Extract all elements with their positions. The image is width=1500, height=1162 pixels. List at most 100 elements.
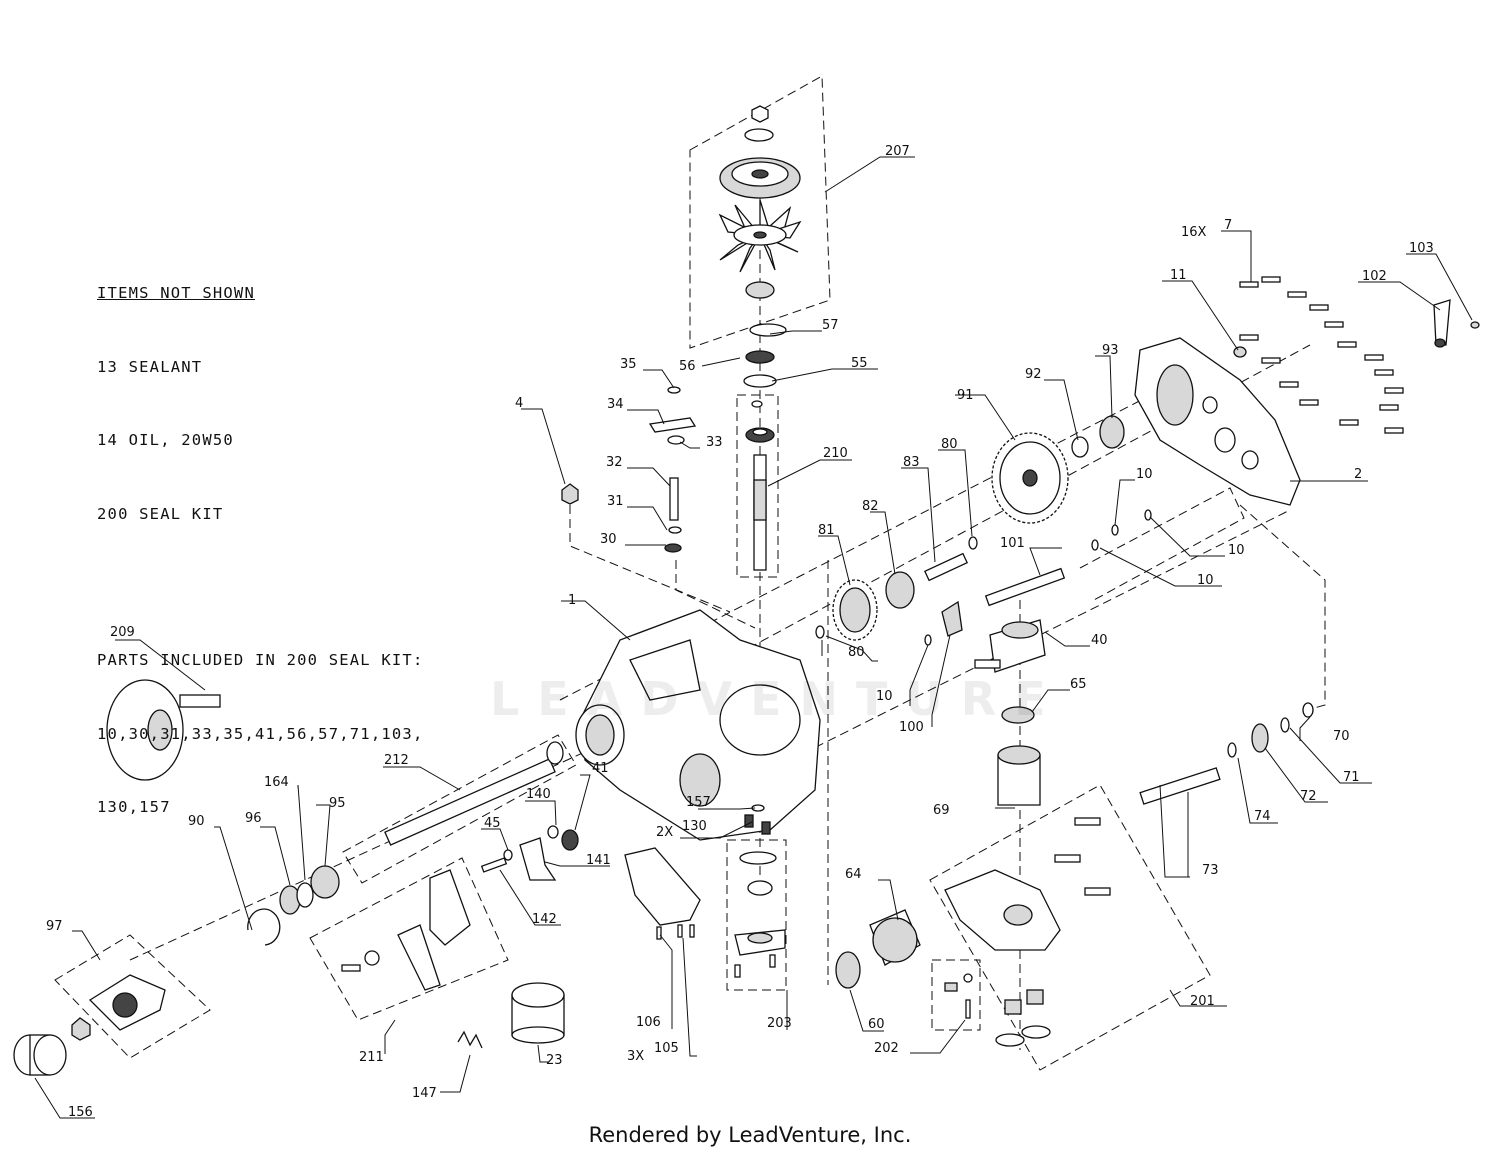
note-line: 200 SEAL KIT [97,504,224,523]
group-box-211 [309,857,509,1021]
washer-10-a [1144,509,1152,521]
cover-bolts [1239,276,1404,434]
callout-210: 210 [823,446,848,461]
shaft-101 [984,567,1066,607]
input-shaft [745,400,775,571]
oil-filter-23 [511,982,565,1044]
callout-73: 73 [1202,863,1219,878]
callout-31: 31 [607,494,624,509]
callout-202: 202 [874,1041,899,1056]
callout-16x: 16X [1181,225,1207,240]
control-shaft-stack [648,386,697,553]
swashplate-40 [974,619,1046,673]
callout-90: 90 [188,814,205,829]
seal-kit-heading: PARTS INCLUDED IN 200 SEAL KIT: [97,651,424,669]
callout-71: 71 [1343,770,1360,785]
axis-axle [129,744,601,961]
callout-142: 142 [532,912,557,927]
callout-10-b: 10 [1228,543,1245,558]
callout-82: 82 [862,499,879,514]
motor-block-64 [869,909,921,966]
callout-72: 72 [1300,789,1317,804]
callout-80-upper: 80 [941,437,958,452]
group-box-201 [929,784,1211,1071]
fitting-130-b [761,821,771,835]
arm-141 [519,837,557,881]
shaft-83 [923,552,969,582]
cap-156 [13,1034,67,1076]
leader-lines [34,156,1473,1119]
axis-output-gear [1239,504,1326,713]
group-box-210 [736,394,779,578]
washer-10-d [924,634,932,646]
check-valves [944,973,1051,1047]
filter-assembly-203 [734,851,786,978]
callout-64: 64 [845,867,862,882]
seal-kit-line: 130,157 [97,798,171,816]
group-box-97 [54,934,211,1059]
callout-35: 35 [620,357,637,372]
callout-209: 209 [110,625,135,640]
axis-vent-plug [569,505,731,613]
ring-71 [1280,717,1290,733]
bypass-lever [1433,299,1451,346]
callout-70: 70 [1333,729,1350,744]
callout-40: 40 [1091,633,1108,648]
callout-74: 74 [1254,809,1271,824]
callout-147: 147 [412,1086,437,1101]
ring-60 [835,951,861,989]
callout-10-d: 10 [876,689,893,704]
group-box-212 [342,734,577,884]
callout-81: 81 [818,523,835,538]
bracket-106 [624,847,701,926]
callout-140: 140 [526,787,551,802]
lever-clip [1470,321,1480,329]
bracket-bolts-105 [656,924,695,940]
cylinder-block-69 [997,745,1041,806]
end-cap-bolts [1054,817,1111,896]
watermark: LEADVENTURE [490,672,1064,726]
callout-2: 2 [1354,467,1362,482]
callout-1: 1 [568,593,576,608]
washer-80-upper [968,536,978,550]
callout-69: 69 [933,803,950,818]
washer-10-c [1091,539,1099,551]
callout-156: 156 [68,1105,93,1120]
callout-101: 101 [1000,536,1025,551]
callout-11: 11 [1170,268,1187,283]
washer-10-b [1111,524,1119,536]
washer-74 [1227,742,1237,758]
group-box-202 [931,959,981,1031]
block-100 [941,600,963,637]
callout-207: 207 [885,144,910,159]
callout-2x: 2X [656,825,673,840]
callout-102: 102 [1362,269,1387,284]
plug-11 [1233,346,1247,358]
axis-control-shaft [675,560,756,629]
callout-106: 106 [636,1015,661,1030]
note-line: 14 OIL, 20W50 [97,431,234,449]
wheel-hub-209 [106,679,221,781]
seal-41 [561,829,579,851]
footer-credit: Rendered by LeadVenture, Inc. [588,1123,912,1147]
callout-103: 103 [1409,241,1434,256]
washer-70 [1302,702,1314,718]
callout-141: 141 [586,853,611,868]
gear-72 [1251,723,1269,753]
note-line: 13 SEALANT [97,357,203,376]
pin-142 [480,857,508,873]
callout-157: 157 [686,795,711,810]
fitting-130-a [744,814,754,828]
gear-81 [832,579,878,641]
snap-ring-90 [247,908,281,946]
output-shaft-73 [1139,767,1221,805]
callout-45: 45 [484,816,501,831]
callout-105: 105 [654,1041,679,1056]
callout-96: 96 [245,811,262,826]
callout-80-lower: 80 [848,645,865,660]
callout-92: 92 [1025,367,1042,382]
linkage-211 [341,869,471,991]
group-box-10 [1079,487,1245,601]
